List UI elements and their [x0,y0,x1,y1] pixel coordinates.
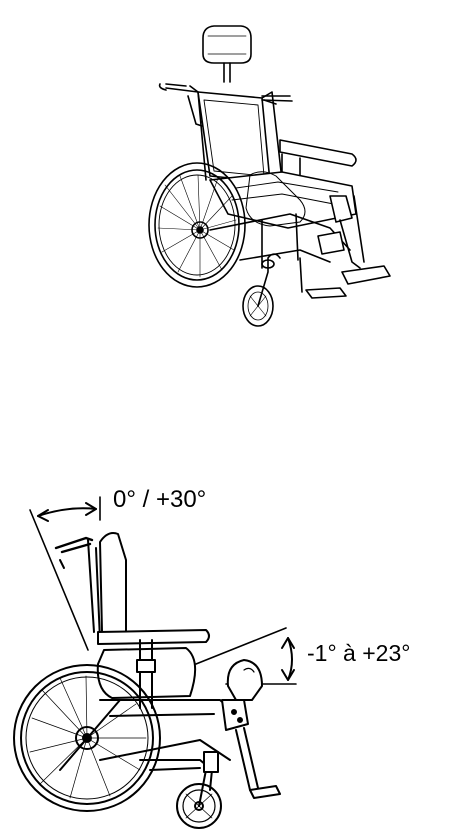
rear-wheel [13,664,161,812]
front-caster [242,253,281,327]
push-handle-left [165,83,199,93]
seat-tilt-line [195,627,287,665]
backrest-angle-arc [37,507,97,517]
calf-pad [317,231,345,255]
seat-tilt-label: -1° à +23° [307,640,411,666]
leg-rest-pad [226,659,263,701]
backrest [99,532,127,633]
footplate [249,785,281,799]
rear-wheel [148,162,246,288]
wheelchair-perspective-illustration [148,25,391,327]
headrest [202,25,252,64]
wheelchair-side-illustration [13,496,297,829]
armrest [97,629,210,645]
backrest-angle-label: 0° / +30° [113,486,207,513]
push-handle [54,536,94,554]
armrest [279,139,357,167]
footplate [341,265,391,285]
backrest-angle-line [29,509,89,651]
front-caster [176,751,222,829]
